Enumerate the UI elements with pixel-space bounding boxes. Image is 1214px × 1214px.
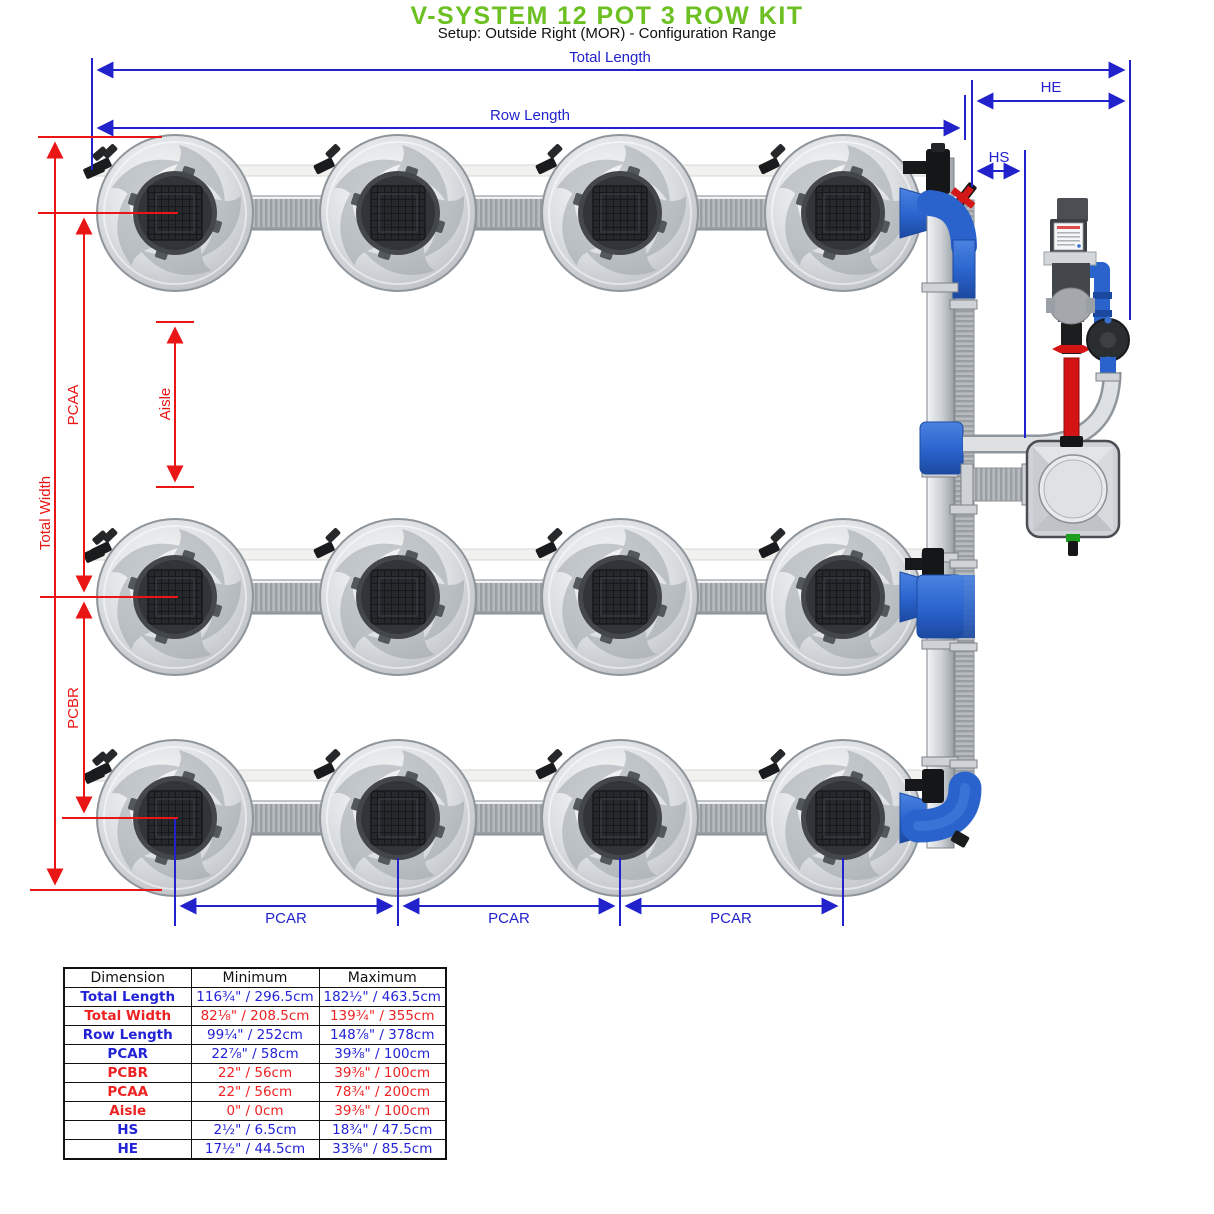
- label-total-length: Total Length: [569, 49, 651, 66]
- reservoir: [1025, 439, 1121, 556]
- cell-minimum: 0" / 0cm: [190, 1101, 320, 1121]
- cell-minimum: 22⅞" / 58cm: [190, 1044, 320, 1064]
- table-row: PCAR 22⅞" / 58cm 39⅜" / 100cm: [63, 1044, 447, 1064]
- cell-maximum: 139¾" / 355cm: [318, 1006, 447, 1026]
- table-row: Row Length 99¼" / 252cm 148⅞" / 378cm: [63, 1025, 447, 1045]
- cell-dimension: PCAA: [63, 1082, 192, 1102]
- table-row: Total Length 116¾" / 296.5cm 182½" / 463…: [63, 987, 447, 1007]
- cell-minimum: 82⅛" / 208.5cm: [190, 1006, 320, 1026]
- pot: [530, 519, 700, 681]
- cell-maximum: 182½" / 463.5cm: [318, 987, 447, 1007]
- label-pcar-3: PCAR: [710, 910, 752, 927]
- cell-dimension: Total Width: [63, 1006, 192, 1026]
- pot: [85, 740, 255, 902]
- cell-dimension: Aisle: [63, 1101, 192, 1121]
- table-row: PCAA 22" / 56cm 78¾" / 200cm: [63, 1082, 447, 1102]
- table-row: Total Width 82⅛" / 208.5cm 139¾" / 355cm: [63, 1006, 447, 1026]
- pot: [85, 135, 255, 297]
- cell-minimum: 22" / 56cm: [190, 1082, 320, 1102]
- dimension-table: Dimension Minimum Maximum Total Length 1…: [63, 967, 447, 1160]
- dimensions-red: [30, 136, 194, 891]
- header-minimum: Minimum: [190, 967, 320, 988]
- reservoir-hose: [960, 463, 1035, 506]
- page-subtitle: Setup: Outside Right (MOR) - Configurati…: [437, 25, 777, 42]
- table-header-row: Dimension Minimum Maximum: [63, 967, 447, 988]
- label-aisle: Aisle: [157, 388, 174, 421]
- pot: [753, 135, 923, 297]
- table-row: PCBR 22" / 56cm 39⅜" / 100cm: [63, 1063, 447, 1083]
- label-total-width: Total Width: [37, 476, 54, 550]
- cell-minimum: 116¾" / 296.5cm: [190, 987, 320, 1007]
- pot: [308, 519, 478, 681]
- cell-minimum: 22" / 56cm: [190, 1063, 320, 1083]
- pot: [530, 740, 700, 902]
- cell-dimension: PCBR: [63, 1063, 192, 1083]
- cell-dimension: HE: [63, 1139, 192, 1160]
- pot: [85, 519, 255, 681]
- cell-dimension: Total Length: [63, 987, 192, 1007]
- label-pcbr: PCBR: [65, 687, 82, 729]
- label-pcar-1: PCAR: [265, 910, 307, 927]
- cell-minimum: 17½" / 44.5cm: [190, 1139, 320, 1160]
- cell-maximum: 39⅜" / 100cm: [318, 1101, 447, 1121]
- table-row: HE 17½" / 44.5cm 33⅝" / 85.5cm: [63, 1139, 447, 1160]
- cell-maximum: 39⅜" / 100cm: [318, 1044, 447, 1064]
- cell-minimum: 99¼" / 252cm: [190, 1025, 320, 1045]
- pot: [753, 519, 923, 681]
- header-maximum: Maximum: [318, 967, 447, 988]
- cell-maximum: 148⅞" / 378cm: [318, 1025, 447, 1045]
- return-line: [963, 371, 1122, 454]
- label-row-length: Row Length: [490, 107, 570, 124]
- page-title: V-SYSTEM 12 POT 3 ROW KIT: [410, 2, 804, 30]
- cell-maximum: 33⅝" / 85.5cm: [318, 1139, 447, 1160]
- pot: [308, 135, 478, 297]
- cell-dimension: HS: [63, 1120, 192, 1140]
- cell-dimension: Row Length: [63, 1025, 192, 1045]
- label-hs: HS: [989, 149, 1010, 166]
- table-row: Aisle 0" / 0cm 39⅜" / 100cm: [63, 1101, 447, 1121]
- cell-maximum: 39⅜" / 100cm: [318, 1063, 447, 1083]
- pot: [308, 740, 478, 902]
- label-pcar-2: PCAR: [488, 910, 530, 927]
- label-he: HE: [1041, 79, 1062, 96]
- cell-maximum: 78¾" / 200cm: [318, 1082, 447, 1102]
- header-dimension: Dimension: [63, 967, 192, 988]
- pump-assembly: [1043, 198, 1130, 447]
- table-row: HS 2½" / 6.5cm 18¾" / 47.5cm: [63, 1120, 447, 1140]
- pot: [530, 135, 700, 297]
- label-pcaa: PCAA: [65, 385, 82, 426]
- cell-dimension: PCAR: [63, 1044, 192, 1064]
- pots: [85, 135, 923, 902]
- dimensions-blue: [91, 58, 1131, 926]
- cell-maximum: 18¾" / 47.5cm: [318, 1120, 447, 1140]
- cell-minimum: 2½" / 6.5cm: [190, 1120, 320, 1140]
- pot: [753, 740, 923, 902]
